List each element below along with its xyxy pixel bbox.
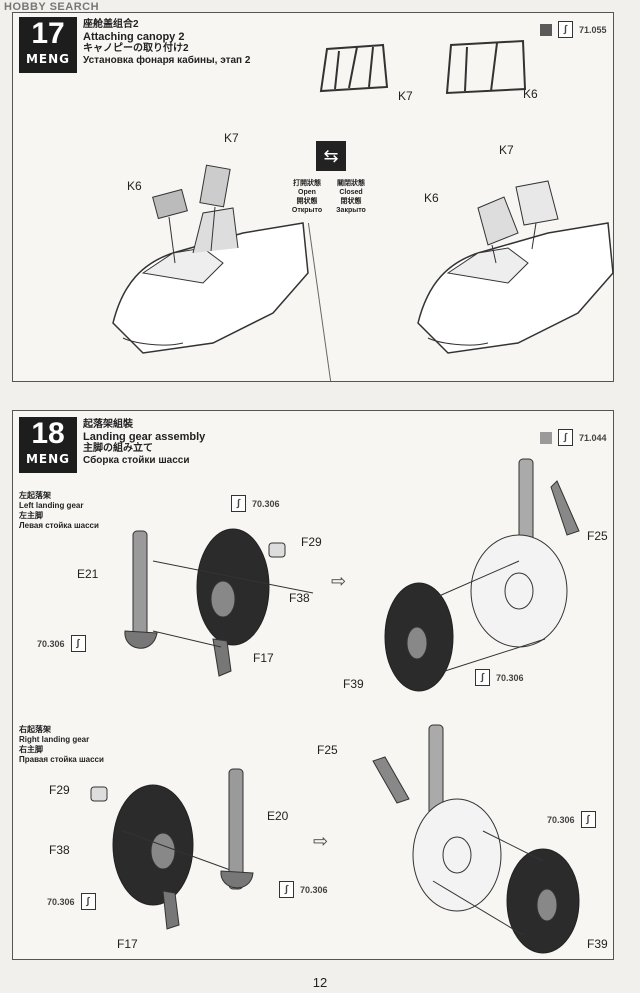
left-gear-jp: 左主脚 — [19, 511, 43, 520]
canopy-k6-part — [445, 39, 527, 95]
label-e20: E20 — [267, 809, 289, 823]
left-gear-cn: 左起落架 — [19, 491, 51, 500]
helicopter-open-illustration — [112, 164, 309, 354]
state-closed-en: Closed — [339, 189, 363, 196]
paint-code: 70.306 — [300, 884, 328, 895]
paint-swatch — [540, 431, 552, 444]
state-open-jp: 開状態 — [296, 198, 318, 205]
left-gear-parts-illustration — [124, 528, 314, 677]
paint-callout-306: 70.306 ∫ — [47, 893, 96, 910]
state-closed-cn: 關閉狀態 — [337, 180, 365, 187]
label-k7: K7 — [398, 89, 413, 103]
right-gear-parts-illustration — [90, 768, 254, 930]
label-f39: F39 — [587, 937, 608, 951]
label-f25: F25 — [317, 743, 338, 757]
label-k6: K6 — [127, 179, 142, 193]
state-open: 打開狀態 Open 開状態 Открыто — [287, 179, 327, 215]
right-gear-cn: 右起落架 — [19, 725, 51, 734]
step-18-titles: 起落架組裝 Landing gear assembly 主脚の組み立て Сбор… — [83, 419, 205, 467]
step-17-badge: 17 MENG — [19, 17, 77, 73]
paint-code: 70.306 — [547, 814, 575, 825]
brush-icon: ∫ — [580, 811, 596, 828]
state-open-en: Open — [298, 189, 316, 196]
title-jp: キャノピーの取り付け2 — [83, 43, 189, 54]
left-gear-ru: Левая стойка шасси — [19, 521, 99, 530]
paint-callout-306: ∫ 70.306 — [231, 495, 280, 512]
left-gear-heading: 左起落架 Left landing gear 左主脚 Левая стойка … — [19, 491, 99, 531]
paint-callout-306: ∫ 70.306 — [279, 881, 328, 898]
brush-icon: ∫ — [475, 669, 490, 686]
label-e21: E21 — [77, 567, 99, 581]
brush-icon: ∫ — [231, 495, 246, 512]
brand-logo: MENG — [25, 52, 71, 66]
paint-code: 70.306 — [47, 896, 75, 907]
label-f17: F17 — [253, 651, 274, 665]
paint-callout-306: 70.306 ∫ — [37, 635, 86, 652]
brand-logo: MENG — [25, 452, 71, 466]
label-f29: F29 — [49, 783, 70, 797]
paint-callout: ∫ 71.055 — [540, 21, 607, 38]
label-f38: F38 — [49, 843, 70, 857]
paint-code: 71.044 — [579, 432, 607, 443]
title-jp: 主脚の組み立て — [83, 443, 153, 454]
canopy-k7-part — [319, 43, 389, 93]
step-17-titles: 座舱盖组合2 Attaching canopy 2 キャノピーの取り付け2 Ус… — [83, 19, 250, 67]
step-number: 18 — [31, 417, 65, 450]
brush-icon: ∫ — [80, 893, 96, 910]
state-closed: 關閉狀態 Closed 閉状態 Закрыто — [331, 179, 371, 215]
brush-icon: ∫ — [279, 881, 294, 898]
paint-callout: ∫ 71.044 — [540, 429, 607, 446]
process-arrow-icon: ⇨ — [313, 831, 329, 851]
right-gear-assembled-illustration — [372, 724, 580, 954]
label-k6: K6 — [523, 87, 538, 101]
right-gear-heading: 右起落架 Right landing gear 右主脚 Правая стойк… — [19, 725, 104, 765]
step-18-badge: 18 MENG — [19, 417, 77, 473]
brush-icon: ∫ — [558, 21, 573, 38]
label-k7: K7 — [499, 143, 514, 157]
right-gear-ru: Правая стойка шасси — [19, 755, 104, 764]
state-closed-ru: Закрыто — [336, 207, 366, 214]
title-en: Landing gear assembly — [83, 431, 206, 443]
state-open-ru: Открыто — [291, 207, 323, 214]
paint-code: 70.306 — [252, 498, 280, 509]
paint-code: 71.055 — [579, 24, 607, 35]
label-f29: F29 — [301, 535, 322, 549]
label-f17: F17 — [117, 937, 138, 951]
paint-code: 70.306 — [496, 672, 524, 683]
label-f38: F38 — [289, 591, 310, 605]
watermark: HOBBY SEARCH — [4, 1, 100, 13]
step-17-panel: 17 MENG 座舱盖组合2 Attaching canopy 2 キャノピーの… — [12, 12, 614, 382]
right-gear-jp: 右主脚 — [19, 745, 43, 754]
label-f39: F39 — [343, 677, 364, 691]
left-gear-assembled-illustration — [384, 458, 580, 692]
state-open-cn: 打開狀態 — [293, 180, 321, 187]
process-arrow-icon: ⇨ — [331, 571, 347, 591]
step-number: 17 — [31, 17, 65, 50]
paint-callout-306: 70.306 ∫ — [547, 811, 596, 828]
paint-code: 70.306 — [37, 638, 65, 649]
title-cn: 起落架組裝 — [83, 419, 133, 430]
brush-icon: ∫ — [558, 429, 573, 446]
title-ru: Сборка стойки шасси — [83, 455, 190, 466]
label-k7: K7 — [224, 131, 239, 145]
title-cn: 座舱盖组合2 — [83, 19, 139, 30]
brush-icon: ∫ — [70, 635, 86, 652]
page-number: 12 — [312, 975, 328, 990]
step-18-panel: 18 MENG 起落架組裝 Landing gear assembly 主脚の組… — [12, 410, 614, 960]
paint-swatch — [540, 23, 552, 36]
open-closed-sign-icon: ⇆ — [316, 141, 346, 171]
title-ru: Установка фонаря кабины, этап 2 — [83, 55, 251, 66]
helicopter-closed-illustration — [417, 180, 614, 354]
title-en: Attaching canopy 2 — [83, 31, 185, 43]
state-closed-jp: 閉状態 — [340, 198, 362, 205]
paint-callout-306: ∫ 70.306 — [475, 669, 524, 686]
right-gear-en: Right landing gear — [19, 735, 90, 744]
label-k6: K6 — [424, 191, 439, 205]
left-gear-en: Left landing gear — [19, 501, 84, 510]
label-f25: F25 — [587, 529, 608, 543]
